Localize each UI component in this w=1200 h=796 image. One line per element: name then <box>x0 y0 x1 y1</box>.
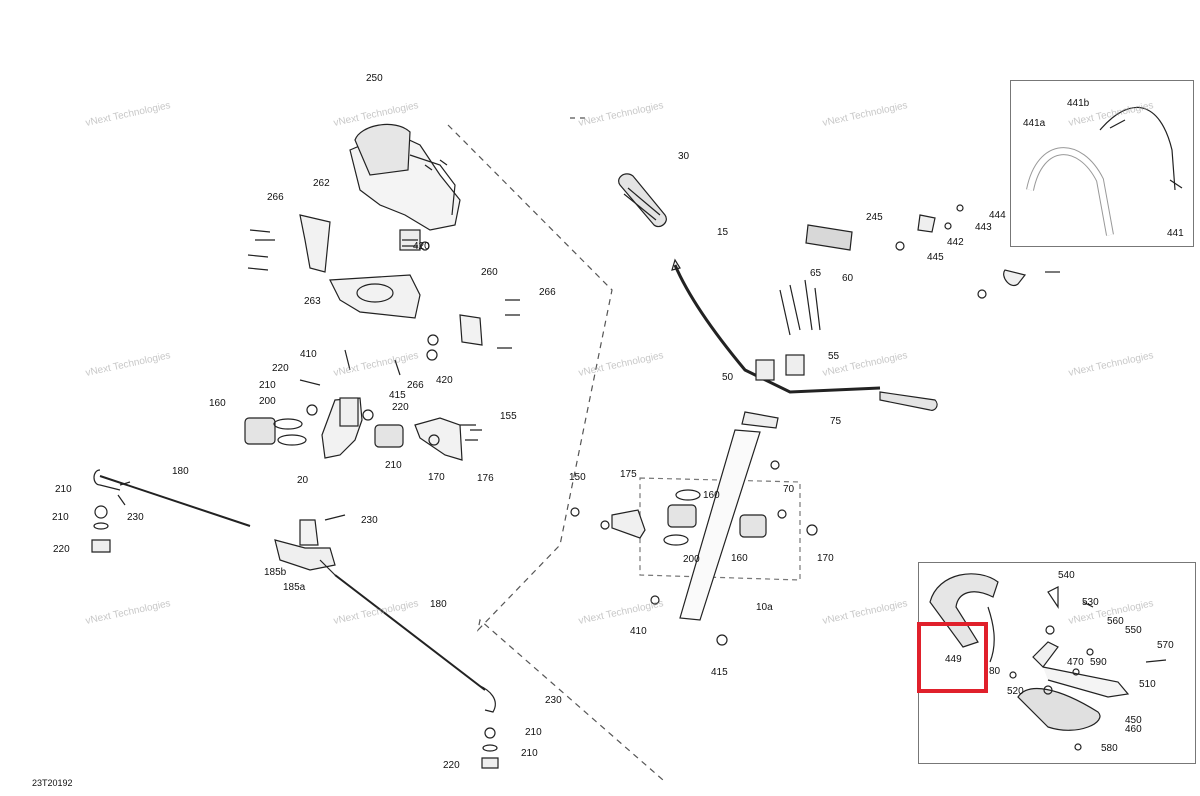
callout-510: 510 <box>1139 679 1156 690</box>
callout-210: 210 <box>385 460 402 471</box>
callout-266: 266 <box>407 380 424 391</box>
inset-cable-detail <box>1010 80 1194 247</box>
callout-230: 230 <box>361 515 378 526</box>
callout-20: 20 <box>297 475 309 486</box>
callout-415: 415 <box>711 667 728 678</box>
callout-200: 200 <box>683 554 700 565</box>
callout-15: 15 <box>717 227 729 238</box>
callout-210: 210 <box>259 380 276 391</box>
callout-441: 441 <box>1167 228 1184 239</box>
callout-180: 180 <box>430 599 447 610</box>
callout-540: 540 <box>1058 570 1075 581</box>
callout-262: 262 <box>313 178 330 189</box>
callout-449: 449 <box>945 654 962 665</box>
callout-55: 55 <box>828 351 840 362</box>
callout-441a: 441a <box>1023 118 1046 129</box>
gearbox-part <box>349 123 461 251</box>
callout-160: 160 <box>703 490 720 501</box>
callout-460: 460 <box>1125 724 1142 735</box>
callout-210: 210 <box>55 484 72 495</box>
callout-170: 170 <box>817 553 834 564</box>
callout-410: 410 <box>630 626 647 637</box>
callout-170: 170 <box>428 472 445 483</box>
callout-442: 442 <box>947 237 964 248</box>
callout-220: 220 <box>53 544 70 555</box>
callout-220: 220 <box>272 363 289 374</box>
callout-266: 266 <box>267 192 284 203</box>
callout-210: 210 <box>521 748 538 759</box>
callout-220: 220 <box>443 760 460 771</box>
callout-50: 50 <box>722 372 734 383</box>
callout-260: 260 <box>481 267 498 278</box>
callout-160: 160 <box>209 398 226 409</box>
highlight-box-449 <box>917 622 988 693</box>
handguard-illustration <box>929 573 1167 751</box>
callout-570: 570 <box>1157 640 1174 651</box>
callout-155: 155 <box>500 411 517 422</box>
cable-illustration <box>1026 106 1183 236</box>
callout-245: 245 <box>866 212 883 223</box>
callout-65: 65 <box>810 268 822 279</box>
callout-263: 263 <box>304 296 321 307</box>
callout-10a: 10a <box>756 602 773 613</box>
callout-410: 410 <box>300 349 317 360</box>
callout-220: 220 <box>392 402 409 413</box>
callout-210: 210 <box>52 512 69 523</box>
callout-415: 415 <box>389 390 406 401</box>
callout-75: 75 <box>830 416 842 427</box>
callout-160: 160 <box>731 553 748 564</box>
callout-30: 30 <box>678 151 690 162</box>
callout-590: 590 <box>1090 657 1107 668</box>
callout-60: 60 <box>842 273 854 284</box>
callout-185b: 185b <box>264 567 287 578</box>
callout-266: 266 <box>539 287 556 298</box>
callout-444: 444 <box>989 210 1006 221</box>
callout-180: 180 <box>172 466 189 477</box>
callout-470: 470 <box>1067 657 1084 668</box>
callout-420: 420 <box>413 241 430 252</box>
callout-80: 80 <box>989 666 1001 677</box>
callout-210: 210 <box>525 727 542 738</box>
callout-445: 445 <box>927 252 944 263</box>
callout-150: 150 <box>569 472 586 483</box>
callout-176: 176 <box>477 473 494 484</box>
callout-560: 560 <box>1107 616 1124 627</box>
callout-175: 175 <box>620 469 637 480</box>
callout-580: 580 <box>1101 743 1118 754</box>
callout-520: 520 <box>1007 686 1024 697</box>
callout-530: 530 <box>1082 597 1099 608</box>
callout-420: 420 <box>436 375 453 386</box>
callout-200: 200 <box>259 396 276 407</box>
callout-185a: 185a <box>283 582 306 593</box>
callout-450: 450 <box>1125 715 1142 726</box>
callout-230: 230 <box>545 695 562 706</box>
callout-230: 230 <box>127 512 144 523</box>
callout-550: 550 <box>1125 625 1142 636</box>
diagram-code: 23T20192 <box>32 778 73 788</box>
callout-250: 250 <box>366 73 383 84</box>
callout-443: 443 <box>975 222 992 233</box>
callout-70: 70 <box>783 484 795 495</box>
callout-441b: 441b <box>1067 98 1090 109</box>
